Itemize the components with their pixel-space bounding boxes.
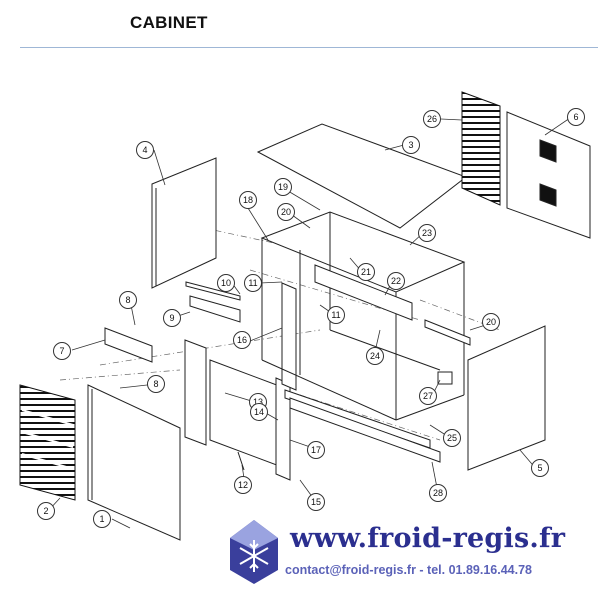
callout-17: 16 (233, 331, 251, 349)
part-9-bracket (189, 295, 241, 323)
svg-text:21: 21 (361, 267, 371, 277)
brand-url[interactable]: www.froid-regis.fr (290, 523, 566, 554)
callout-9: 9 (163, 309, 181, 327)
leader-lines (47, 117, 571, 529)
cabinet-frame (260, 211, 471, 421)
svg-text:20: 20 (281, 207, 291, 217)
svg-text:18: 18 (243, 195, 253, 205)
svg-text:16: 16 (237, 335, 247, 345)
callout-24: 24 (366, 347, 384, 365)
svg-text:1: 1 (99, 514, 104, 524)
svg-text:19: 19 (278, 182, 288, 192)
svg-text:2: 2 (43, 506, 48, 516)
svg-text:6: 6 (573, 112, 578, 122)
part-5-side-panel (467, 325, 546, 471)
part-26-base-rail (289, 397, 441, 463)
part-17-post (281, 282, 297, 391)
callout-8-bottom: 8 (147, 375, 165, 393)
part-27-electrical (437, 371, 453, 385)
part-1-door (87, 384, 181, 541)
callout-14: 14 (250, 403, 268, 421)
title-divider (20, 47, 598, 48)
callout-19: 19 (274, 178, 292, 196)
callout-20-right: 20 (482, 313, 500, 331)
callout-7: 7 (53, 342, 71, 360)
svg-text:14: 14 (254, 407, 264, 417)
part-10-rail (185, 281, 241, 301)
callout-23: 23 (418, 224, 436, 242)
callout-2: 2 (37, 502, 55, 520)
callout-10: 10 (217, 274, 235, 292)
svg-text:10: 10 (221, 278, 231, 288)
callout-1: 1 (93, 510, 111, 528)
svg-text:7: 7 (59, 346, 64, 356)
part-4-side-panel (151, 157, 217, 289)
callout-20-top: 20 (277, 203, 295, 221)
callout-22: 22 (387, 272, 405, 290)
svg-text:15: 15 (311, 497, 321, 507)
callout-21: 21 (357, 263, 375, 281)
part-25-base-rail (284, 389, 431, 449)
callout-6: 6 (567, 108, 585, 126)
svg-text:12: 12 (238, 480, 248, 490)
svg-text:13: 13 (253, 397, 263, 407)
svg-text:17: 17 (311, 445, 321, 455)
svg-text:27: 27 (423, 391, 433, 401)
callout-3: 3 (402, 136, 420, 154)
callout-8-top: 8 (119, 291, 137, 309)
svg-text:11: 11 (331, 310, 340, 320)
svg-text:8: 8 (153, 379, 158, 389)
part-2-front-grille (19, 384, 76, 501)
callout-28: 26 (423, 110, 441, 128)
svg-text:5: 5 (537, 463, 542, 473)
page-title: CABINET (130, 13, 208, 32)
callout-27: 27 (419, 387, 437, 405)
svg-text:24: 24 (370, 351, 380, 361)
svg-text:26: 26 (427, 114, 437, 124)
part-13-post (184, 339, 207, 446)
callout-16: 17 (307, 441, 325, 459)
callout-4: 4 (136, 141, 154, 159)
snowflake-logo-icon (230, 520, 278, 584)
part-6-back-panel (506, 111, 591, 239)
callout-25: 25 (443, 429, 461, 447)
callout-18: 18 (239, 191, 257, 209)
svg-text:28: 28 (433, 488, 443, 498)
svg-text:22: 22 (391, 276, 401, 286)
svg-text:25: 25 (447, 433, 457, 443)
svg-text:3: 3 (408, 140, 413, 150)
svg-text:9: 9 (169, 313, 174, 323)
part-28-rear-grille (461, 91, 501, 206)
callout-balloons: 4 3 6 26 19 18 20 23 21 22 10 11 8 9 11 … (37, 108, 585, 528)
svg-text:8: 8 (125, 295, 130, 305)
callout-12: 12 (234, 476, 252, 494)
callout-11-left: 11 (244, 274, 262, 292)
callout-5: 5 (531, 459, 549, 477)
svg-text:11: 11 (248, 278, 257, 288)
svg-text:23: 23 (422, 228, 432, 238)
part-7-hinge-bracket (104, 327, 153, 363)
svg-text:4: 4 (142, 145, 147, 155)
callout-26: 28 (429, 484, 447, 502)
brand-contact: contact@froid-regis.fr - tel. 01.89.16.4… (285, 563, 533, 577)
part-12-screw (237, 451, 245, 471)
callout-11-mid: 11 (327, 306, 345, 324)
callout-15: 15 (307, 493, 325, 511)
svg-text:20: 20 (486, 317, 496, 327)
